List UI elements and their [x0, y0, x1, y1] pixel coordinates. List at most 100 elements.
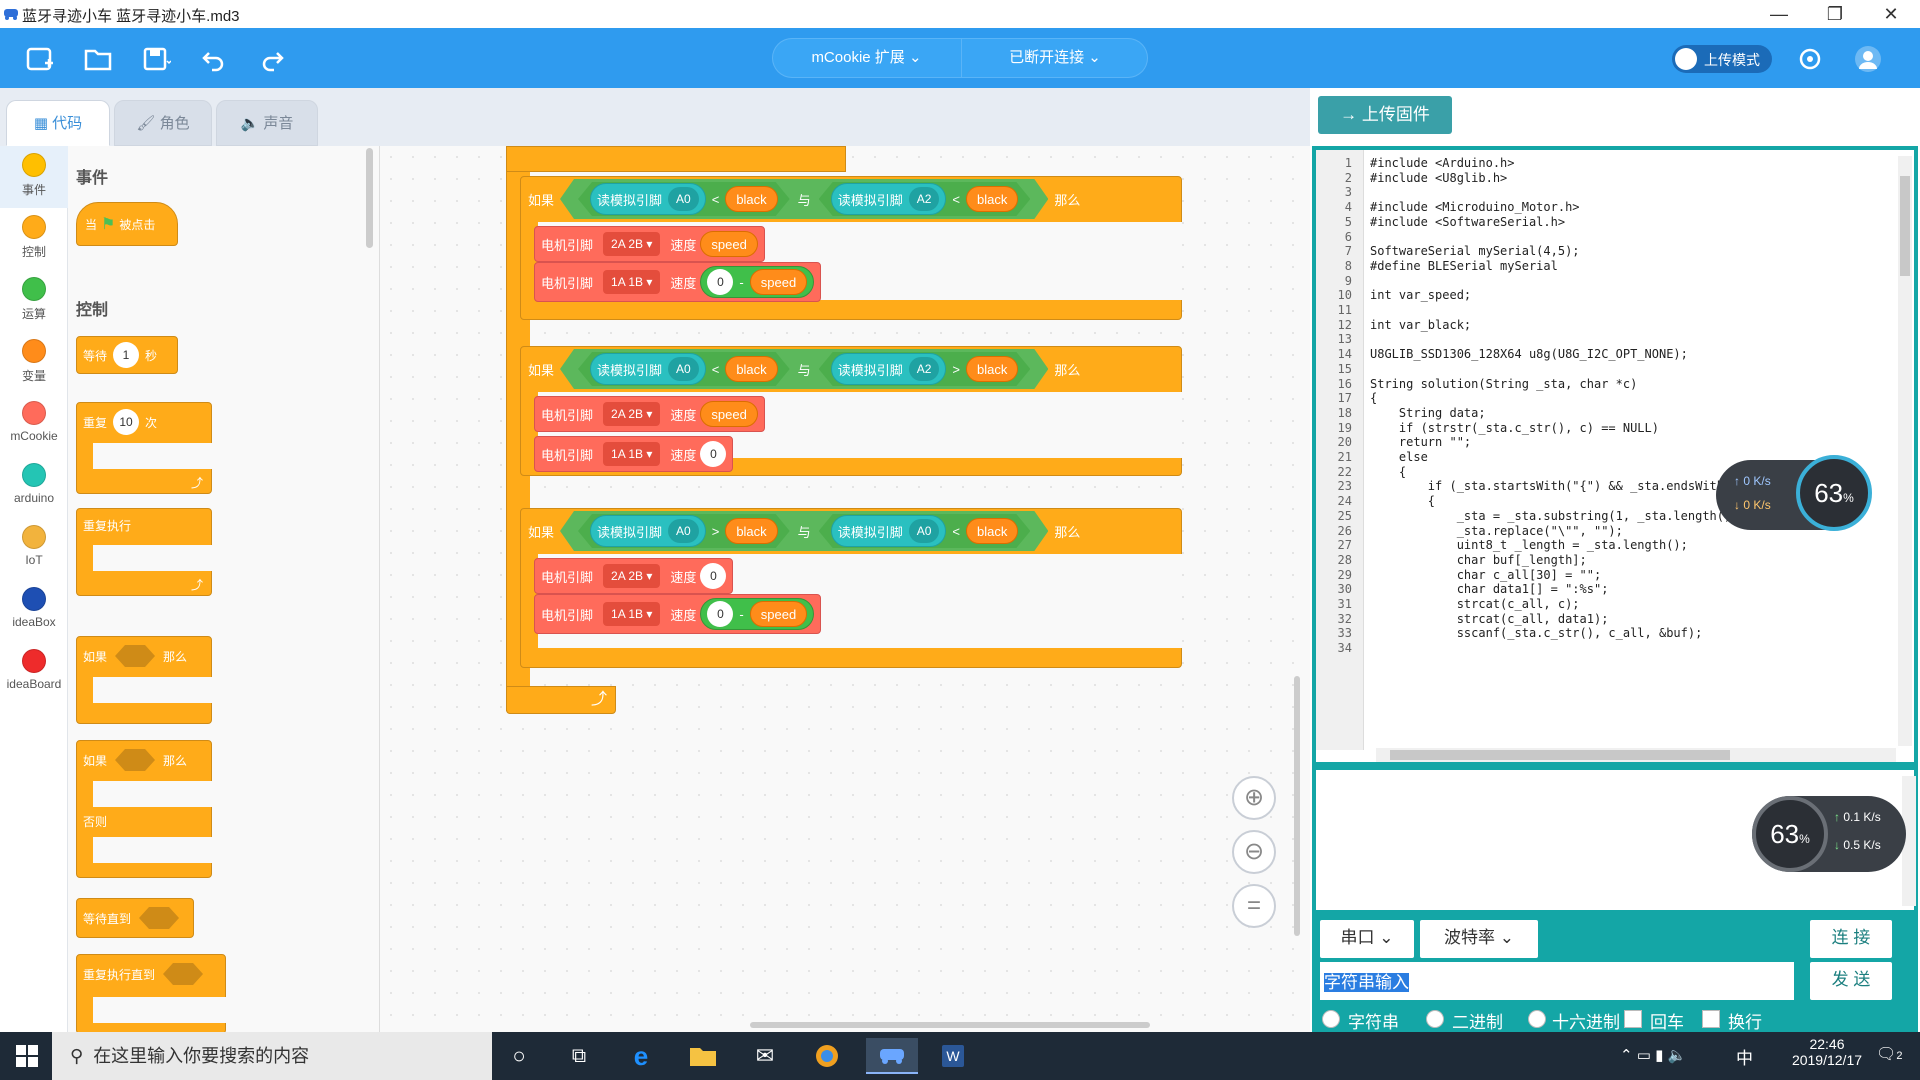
pin-dropdown[interactable]: A0 [909, 519, 940, 543]
upload-firmware-button[interactable]: → 上传固件 [1318, 96, 1452, 134]
motor-pin-dropdown[interactable]: 2A 2B ▾ [603, 232, 661, 256]
send-button[interactable]: 发 送 [1810, 962, 1892, 1000]
connect-button[interactable]: 连 接 [1810, 920, 1892, 958]
if-else-block[interactable]: 如果那么 否则 [76, 740, 213, 878]
workspace-hscrollbar[interactable] [750, 1022, 1150, 1028]
tab-sounds[interactable]: 🔈 声音 [216, 100, 318, 146]
taskbar-search[interactable]: ⚲在这里输入你要搜索的内容 [52, 1032, 492, 1080]
number-input[interactable]: 0 [707, 601, 734, 627]
close-button[interactable]: ✕ [1883, 4, 1899, 24]
number-input[interactable]: 0 [700, 441, 727, 467]
minimize-button[interactable]: — [1770, 4, 1788, 24]
radio-hex[interactable] [1528, 1010, 1546, 1028]
clock[interactable]: 22:46 2019/12/17 [1782, 1036, 1872, 1068]
motor-pin-dropdown[interactable]: 1A 1B ▾ [603, 270, 661, 294]
browser-app[interactable] [806, 1038, 848, 1074]
open-project-button[interactable] [82, 44, 114, 74]
undo-button[interactable] [198, 44, 230, 74]
settings-button[interactable] [1794, 44, 1826, 74]
forever-block[interactable]: 重复执行 ⤴ [76, 508, 213, 596]
edge-app[interactable]: e [620, 1038, 662, 1074]
repeat-count-input[interactable]: 10 [113, 409, 140, 435]
notification-center[interactable]: 🗨2 [1876, 1044, 1902, 1064]
pin-dropdown[interactable]: A0 [668, 357, 699, 381]
black-variable[interactable]: black [966, 356, 1018, 382]
string-input[interactable]: 字符串输入 [1320, 962, 1794, 1000]
workspace-vscrollbar[interactable] [1294, 676, 1300, 936]
upload-mode-toggle[interactable]: 上传模式 [1672, 45, 1772, 73]
cortana-button[interactable]: ○ [498, 1038, 540, 1074]
user-button[interactable] [1852, 44, 1884, 74]
motor-pin-dropdown[interactable]: 1A 1B ▾ [603, 442, 661, 466]
zoom-out-button[interactable]: ⊖ [1232, 830, 1276, 874]
task-view-button[interactable]: ⧉ [558, 1038, 600, 1074]
category-iot[interactable]: IoT [0, 518, 68, 580]
zoom-reset-button[interactable]: = [1232, 884, 1276, 928]
scroll-thumb[interactable] [1390, 750, 1730, 760]
wait-seconds-input[interactable]: 1 [113, 342, 140, 368]
repeat-until-block[interactable]: 重复执行直到 [76, 954, 227, 1032]
pin-dropdown[interactable]: A2 [909, 187, 940, 211]
checkbox-cr[interactable] [1624, 1010, 1642, 1028]
start-button[interactable] [6, 1038, 48, 1074]
category-events[interactable]: 事件 [0, 146, 68, 208]
motor-pin-dropdown[interactable]: 2A 2B ▾ [603, 402, 661, 426]
save-project-button[interactable] [140, 44, 172, 74]
category-mcookie[interactable]: mCookie [0, 394, 68, 456]
category-control[interactable]: 控制 [0, 208, 68, 270]
serial-scrollbar[interactable] [1902, 776, 1916, 906]
category-ideaboard[interactable]: ideaBoard [0, 642, 68, 704]
new-project-button[interactable] [24, 44, 56, 74]
palette-scrollbar[interactable] [366, 148, 373, 248]
mail-app[interactable]: ✉ [744, 1038, 786, 1074]
zoom-in-button[interactable]: ⊕ [1232, 776, 1276, 820]
restore-button[interactable]: ❐ [1826, 4, 1844, 24]
wait-until-block[interactable]: 等待直到 [76, 898, 194, 938]
radio-binary[interactable] [1426, 1010, 1444, 1028]
serial-port-select[interactable]: 串口 ⌄ [1320, 920, 1414, 958]
black-variable[interactable]: black [725, 518, 777, 544]
connection-dropdown[interactable]: 已断开连接 ⌄ [962, 38, 1148, 78]
category-operators[interactable]: 运算 [0, 270, 68, 332]
explorer-app[interactable] [682, 1038, 724, 1074]
mixly-app-active[interactable] [866, 1038, 918, 1074]
wait-block[interactable]: 等待 1 秒 [76, 336, 178, 374]
code-hscrollbar[interactable] [1376, 748, 1896, 762]
code-vscrollbar[interactable] [1898, 156, 1912, 746]
tab-sprites[interactable]: 🖌 角色 [114, 100, 212, 146]
pin-dropdown[interactable]: A0 [668, 187, 699, 211]
black-variable[interactable]: black [966, 518, 1018, 544]
pin-dropdown[interactable]: A0 [668, 519, 699, 543]
black-variable[interactable]: black [966, 186, 1018, 212]
speed-variable[interactable]: speed [700, 231, 758, 257]
word-app[interactable]: W [932, 1038, 974, 1074]
pin-dropdown[interactable]: A2 [909, 357, 940, 381]
checkbox-lf[interactable] [1702, 1010, 1720, 1028]
subtract-reporter[interactable]: 0-speed [700, 598, 815, 630]
number-input[interactable]: 0 [707, 269, 734, 295]
black-variable[interactable]: black [725, 356, 777, 382]
when-flag-clicked-block[interactable]: 当 ⚑ 被点击 [76, 202, 178, 246]
speed-variable[interactable]: speed [749, 269, 808, 295]
category-arduino[interactable]: arduino [0, 456, 68, 518]
black-variable[interactable]: black [725, 186, 777, 212]
